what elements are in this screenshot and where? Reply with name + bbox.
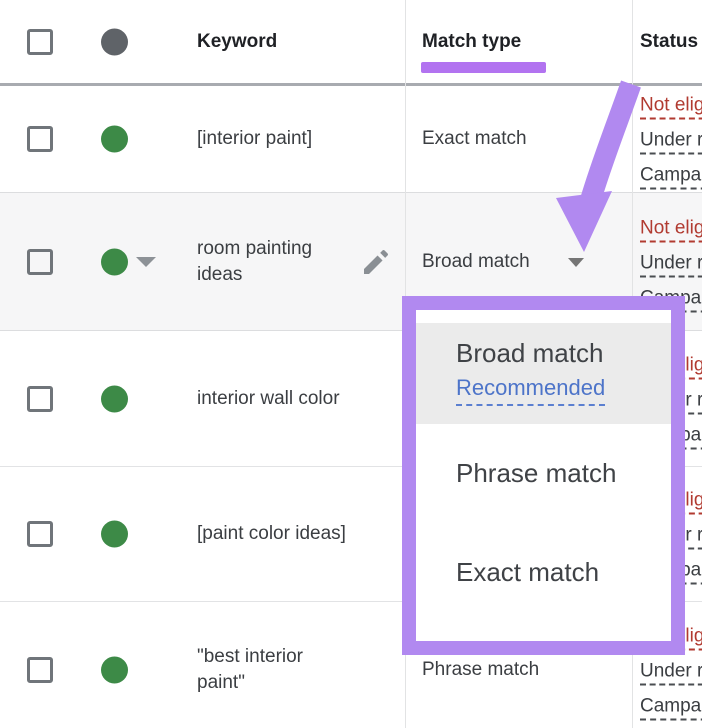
status-under-review[interactable]: Under review [640,661,702,686]
dropdown-item-exact-match[interactable]: Exact match [456,557,600,587]
match-type-dropdown: Broad match Recommended Phrase match Exa… [402,296,685,655]
dropdown-item-broad-match[interactable] [416,323,671,424]
keyword-text: [interior paint] [197,128,313,149]
status-not-eligible[interactable]: Not eligible [640,217,702,242]
status-dot-header [101,28,128,55]
select-all-checkbox[interactable] [27,28,53,55]
edit-pencil-icon[interactable] [360,246,392,278]
match-type-caret-icon[interactable] [568,257,584,267]
dropdown-item-phrase-match[interactable]: Phrase match [456,458,617,488]
status-under-review[interactable]: Under review [640,252,702,277]
table-row: "best interior paint" Phrase match Not e… [0,601,702,728]
column-header-status[interactable]: Status [640,30,699,52]
table-header-row: Keyword Match type Status [0,0,702,86]
row-checkbox[interactable] [27,657,53,683]
table-row: [interior paint] Exact match Not eligibl… [0,86,702,192]
enabled-status-dot [101,125,128,153]
enabled-status-dot [101,520,128,548]
status-campaign[interactable]: Campaign [640,165,702,190]
match-type-value: Phrase match [422,659,540,680]
match-type-value[interactable]: Broad match [422,250,530,272]
keyword-text: [paint color ideas] [197,523,346,544]
match-type-dropdown-menu: Broad match Recommended Phrase match Exa… [416,310,671,641]
status-campaign[interactable]: Campaign [640,696,702,721]
enabled-status-dot [101,248,128,275]
keyword-text: interior wall color [197,387,340,409]
dropdown-item-broad-match-label[interactable]: Broad match [456,338,604,368]
row-checkbox[interactable] [27,385,53,412]
keyword-text: room painting ideas [197,237,313,285]
status-under-review[interactable]: Under review [640,130,702,155]
column-header-keyword[interactable]: Keyword [197,30,278,52]
enabled-status-dot [101,656,128,684]
recommended-link[interactable]: Recommended [456,375,606,406]
status-not-eligible[interactable]: Not eligible [640,95,702,120]
row-checkbox[interactable] [27,248,53,275]
status-dropdown-caret-icon[interactable] [136,256,156,267]
match-type-highlight-bar [421,62,546,73]
row-checkbox[interactable] [27,521,53,547]
column-header-match-type[interactable]: Match type [422,30,522,52]
keyword-text: "best interior paint" [197,646,304,693]
enabled-status-dot [101,385,128,412]
status-cell: Not eligible Under review Campaign [640,95,702,200]
match-type-value: Exact match [422,128,527,149]
row-checkbox[interactable] [27,126,53,152]
